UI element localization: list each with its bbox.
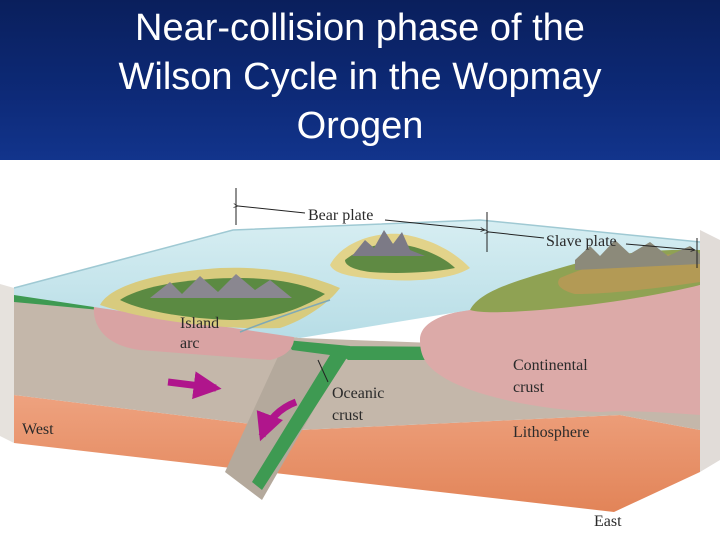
continental-crust [420, 285, 700, 415]
lithosphere-label: Lithosphere [513, 424, 589, 441]
wopmay-orogen-diagram: Bear plate Slave plate Island arc Contin… [0, 188, 720, 530]
title-line-2: Wilson Cycle in the Wopmay [118, 56, 602, 98]
title-line-3: Orogen [296, 105, 424, 147]
island-arc-volcanoes [150, 274, 292, 298]
bear-plate-label: Bear plate [308, 207, 373, 224]
title-bar: Near-collision phase of the Wilson Cycle… [0, 0, 720, 160]
slave-plate-label: Slave plate [546, 233, 617, 250]
west-label: West [22, 421, 54, 438]
island-arc-label-1: Island [180, 315, 219, 332]
top-surface [13, 219, 701, 338]
asthenosphere-front [14, 395, 700, 512]
trench-line [239, 299, 331, 333]
title-line-1: Near-collision phase of the [135, 7, 585, 49]
east-label: East [594, 513, 622, 530]
oceanic-crust-label-1: Oceanic [332, 385, 384, 402]
continental-crust-label-2: crust [513, 379, 545, 396]
plate-dimensions [236, 188, 698, 268]
slave-continent-mountains [575, 240, 700, 270]
oceanic-crust-leader [317, 359, 329, 383]
oceanic-crust-label-2: crust [332, 407, 364, 424]
continental-crust-label-1: Continental [513, 357, 588, 374]
block-back-edge [13, 219, 701, 289]
plate-motion-arrow-east [167, 371, 222, 400]
bear-island-mountains [352, 230, 425, 256]
left-side-face [0, 284, 14, 443]
subduction-arrow [256, 398, 298, 442]
cross-section-front [14, 230, 720, 512]
right-side-face [700, 230, 720, 472]
slide-title: Near-collision phase of the Wilson Cycle… [0, 4, 720, 151]
island-arc-label-2: arc [180, 335, 200, 352]
